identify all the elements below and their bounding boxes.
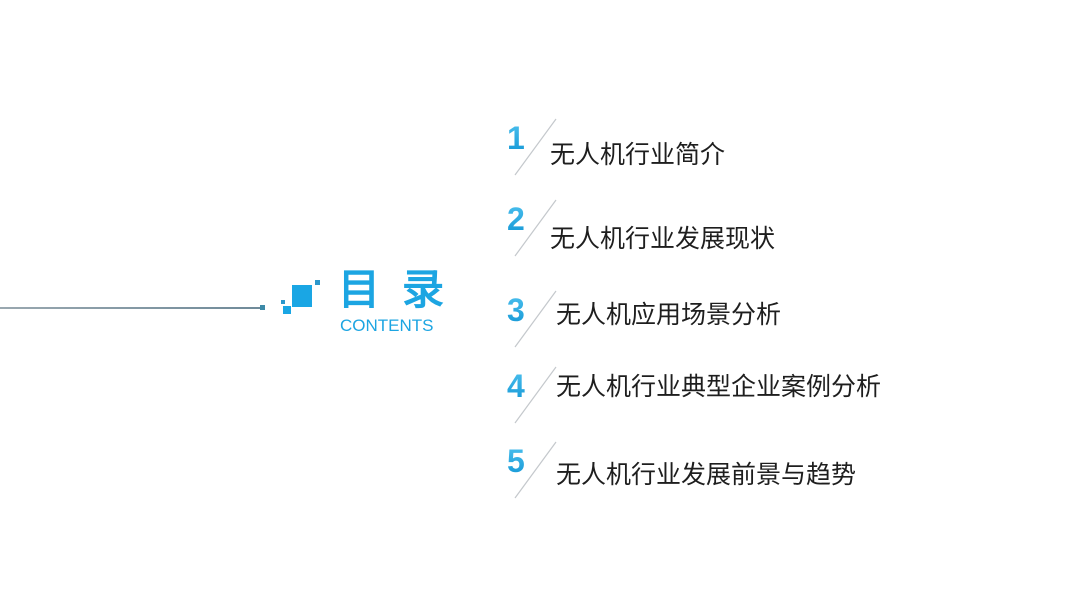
square-tiny bbox=[281, 300, 285, 304]
toc-item-4[interactable]: 4 无人机行业典型企业案例分析 bbox=[500, 366, 980, 430]
header-connector-line bbox=[0, 307, 262, 309]
slash-divider-icon bbox=[514, 118, 557, 176]
slash-divider-icon bbox=[514, 199, 557, 257]
slash-divider-icon bbox=[514, 290, 557, 348]
toc-item-1[interactable]: 1 无人机行业简介 bbox=[500, 118, 980, 182]
toc-label: 无人机应用场景分析 bbox=[556, 300, 782, 329]
toc-item-5[interactable]: 5 无人机行业发展前景与趋势 bbox=[500, 441, 980, 505]
toc-number: 2 bbox=[507, 201, 525, 237]
page-title: 目录 bbox=[338, 265, 467, 314]
toc-number: 1 bbox=[507, 120, 525, 156]
toc-label: 无人机行业发展现状 bbox=[550, 224, 776, 253]
slash-divider-icon bbox=[514, 366, 557, 424]
slash-divider-icon bbox=[514, 441, 557, 499]
toc-item-2[interactable]: 2 无人机行业发展现状 bbox=[500, 199, 980, 263]
toc-label: 无人机行业典型企业案例分析 bbox=[556, 372, 882, 401]
toc-label: 无人机行业发展前景与趋势 bbox=[556, 460, 857, 489]
toc-label: 无人机行业简介 bbox=[550, 140, 726, 169]
square-large bbox=[292, 285, 312, 307]
connector-end-dot bbox=[260, 305, 265, 310]
square-small-top-right bbox=[315, 280, 320, 285]
toc-number: 5 bbox=[507, 443, 525, 479]
toc-number: 4 bbox=[507, 368, 525, 404]
square-small-bottom-left bbox=[283, 306, 291, 314]
toc-number: 3 bbox=[507, 292, 525, 328]
page-subtitle: CONTENTS bbox=[340, 316, 434, 335]
toc-item-3[interactable]: 3 无人机应用场景分析 bbox=[500, 290, 980, 354]
